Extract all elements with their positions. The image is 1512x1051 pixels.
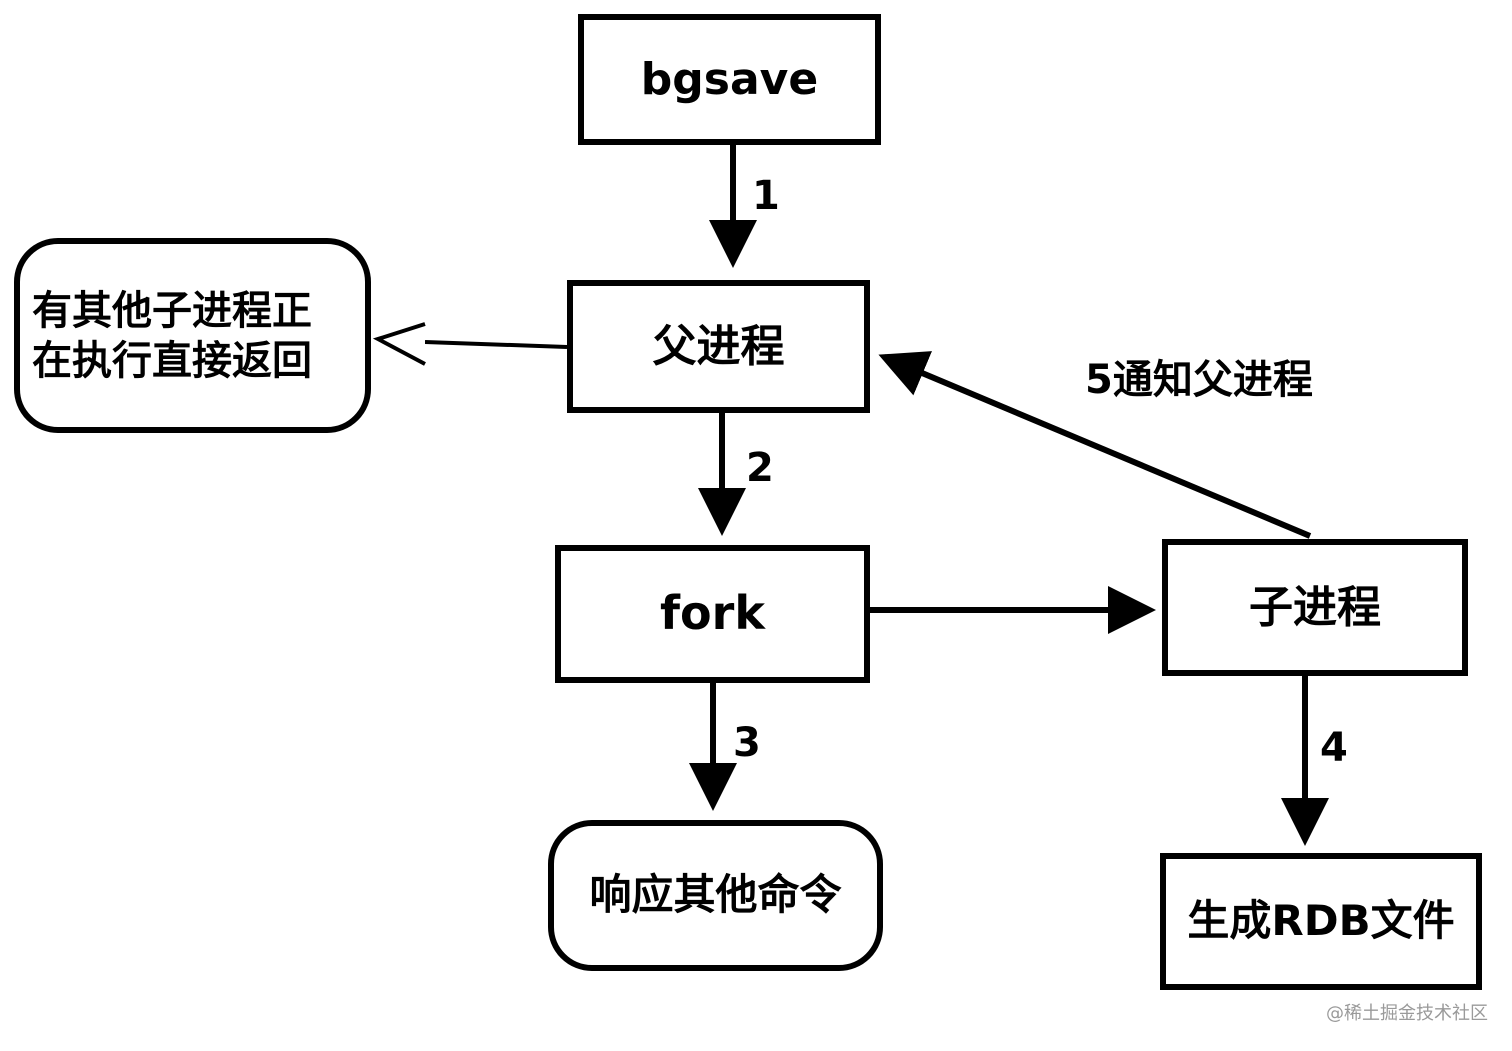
- bgsave-node-label: bgsave: [640, 54, 819, 105]
- child-process-node: 子进程: [1162, 539, 1468, 676]
- respond-other-commands-node: 响应其他命令: [548, 820, 883, 971]
- edge-label-step-1: 1: [752, 173, 780, 219]
- parent-process-node-label: 父进程: [652, 321, 785, 372]
- other-child-running-node: 有其他子进程正 在执行直接返回: [14, 238, 371, 433]
- edge-label-step-4: 4: [1320, 725, 1348, 771]
- fork-node-label: fork: [660, 586, 765, 641]
- edge-label-step-2: 2: [746, 445, 774, 491]
- edge-label-step-3: 3: [733, 720, 761, 766]
- generate-rdb-node: 生成RDB文件: [1160, 853, 1482, 990]
- bgsave-node: bgsave: [578, 14, 881, 145]
- fork-node: fork: [555, 545, 870, 683]
- hollow-arrow-parent-to-return: [372, 322, 568, 366]
- arrow-child-notify-parent: [878, 351, 1312, 539]
- other-child-running-node-label: 有其他子进程正 在执行直接返回: [32, 287, 312, 384]
- parent-process-node: 父进程: [567, 280, 870, 413]
- generate-rdb-node-label: 生成RDB文件: [1187, 896, 1455, 946]
- watermark: @稀土掘金技术社区: [1326, 1003, 1488, 1024]
- edge-label-step-5: 5通知父进程: [1085, 357, 1313, 403]
- child-process-node-label: 子进程: [1249, 582, 1381, 633]
- respond-other-commands-node-label: 响应其他命令: [589, 870, 842, 920]
